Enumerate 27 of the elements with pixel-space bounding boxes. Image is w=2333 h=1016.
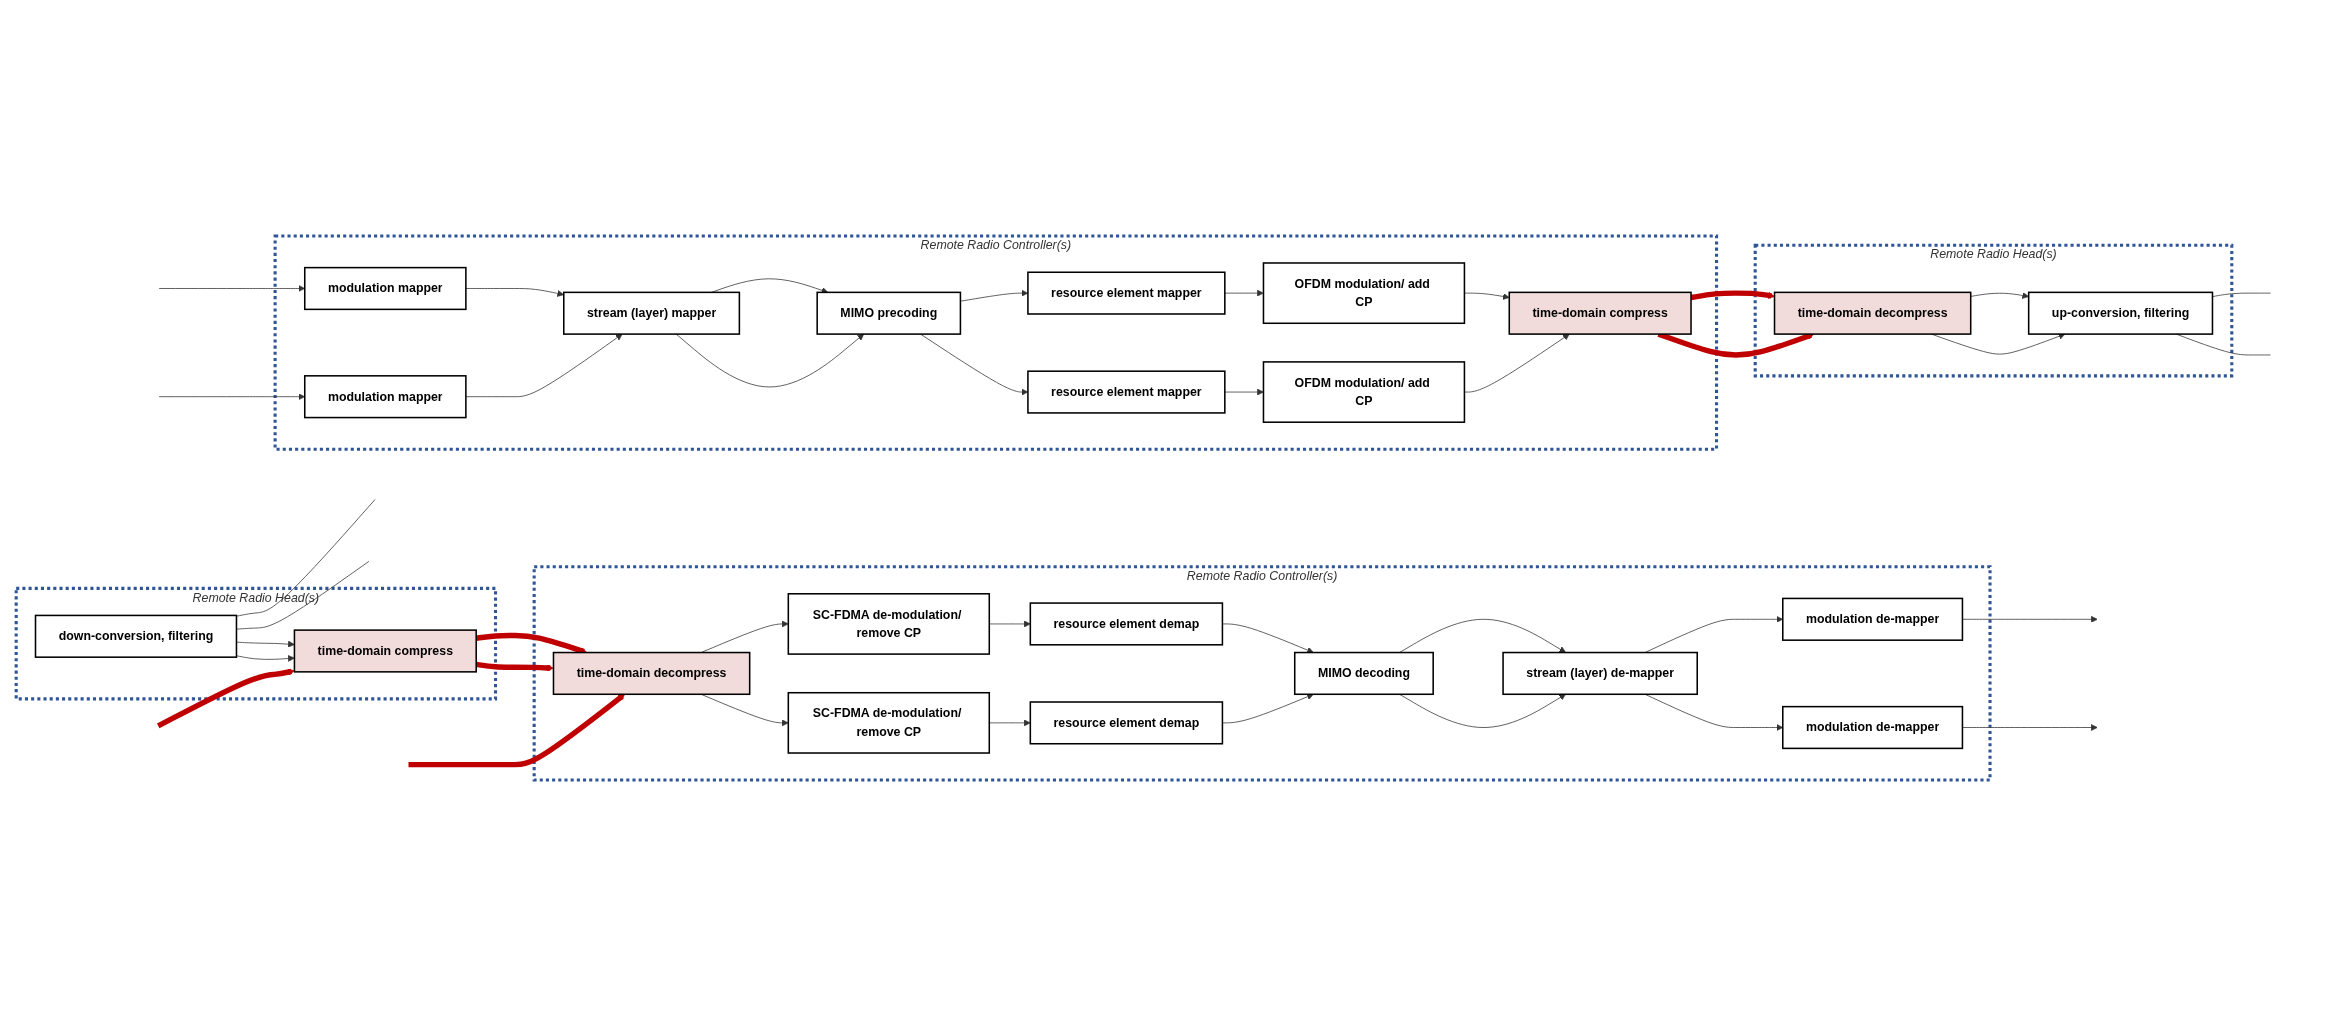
node-box: OFDM modulation/ add CP <box>1262 361 1466 423</box>
node-box: down-conversion, filtering <box>34 614 238 658</box>
node-box: resource element demap <box>1029 602 1224 646</box>
node-box: time-domain compress <box>1508 291 1692 335</box>
node-box: modulation mapper <box>303 266 467 311</box>
node-box: modulation de-mapper <box>1782 705 1964 750</box>
node-box: modulation de-mapper <box>1782 597 1964 641</box>
node-box: OFDM modulation/ add CP <box>1262 262 1466 325</box>
node-box: resource element mapper <box>1027 271 1226 315</box>
connector <box>236 499 376 617</box>
node-box: resource element mapper <box>1027 370 1226 414</box>
connector <box>236 560 370 630</box>
node-box: up-conversion, filtering <box>2027 291 2214 335</box>
node-box: time-domain decompress <box>552 651 751 696</box>
arrow <box>408 693 625 768</box>
node-box: modulation mapper <box>303 375 467 419</box>
node-box: time-domain compress <box>293 629 477 673</box>
node-box: time-domain decompress <box>1773 291 1972 335</box>
node-box: resource element demap <box>1029 701 1224 745</box>
node-box: SC-FDMA de-modulation/ remove CP <box>787 593 991 655</box>
connector <box>2212 292 2271 297</box>
node-box: stream (layer) de-mapper <box>1502 651 1698 696</box>
node-box: MIMO decoding <box>1293 651 1434 696</box>
node-box: MIMO precoding <box>816 291 962 335</box>
arrow <box>156 668 295 729</box>
node-box: SC-FDMA de-modulation/ remove CP <box>787 691 991 754</box>
node-box: stream (layer) mapper <box>563 291 741 335</box>
